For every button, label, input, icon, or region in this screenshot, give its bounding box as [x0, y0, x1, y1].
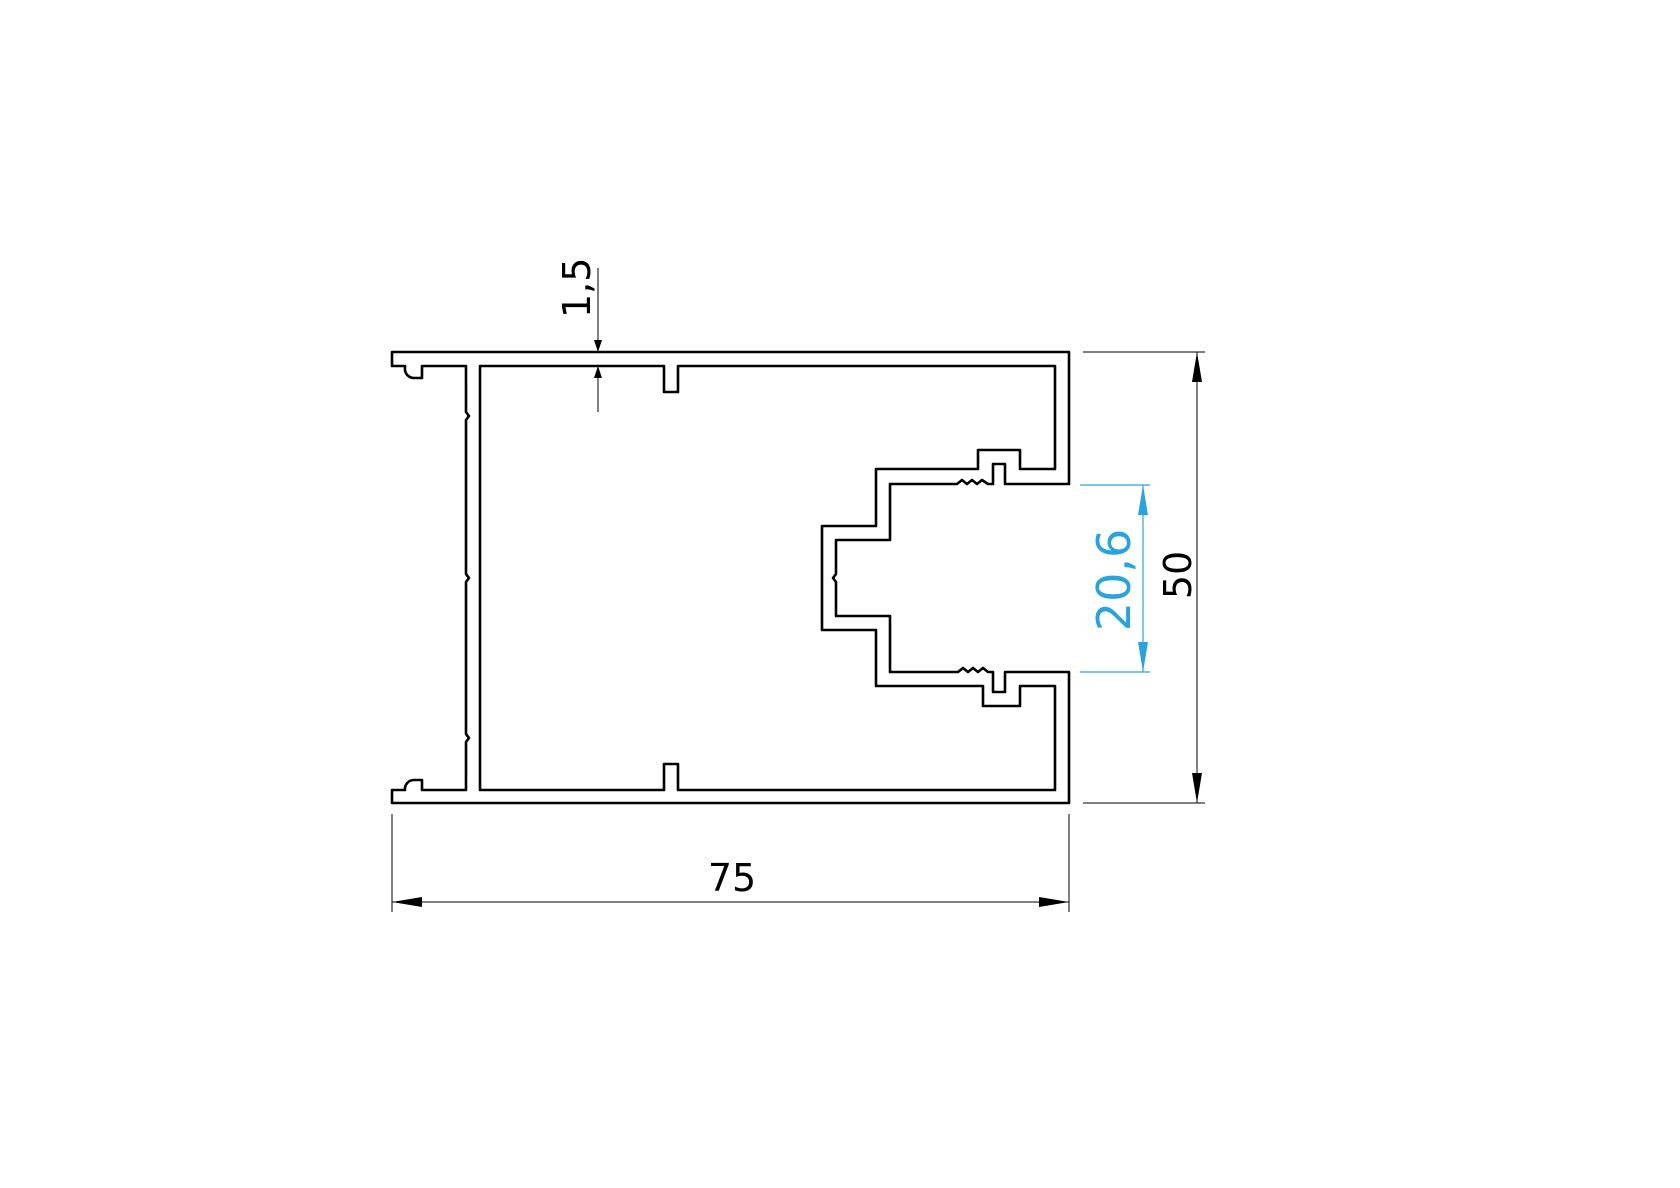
dimension-label-height: 50: [1156, 551, 1200, 599]
dimension-label-opening: 20,6: [1087, 529, 1141, 631]
profile-inner-cavity: [478, 364, 1057, 792]
dimension-label-width: 75: [708, 856, 756, 900]
dimension-width: 75: [391, 814, 1070, 912]
profile-outer-contour: [390, 350, 1071, 805]
dimension-opening: 20,6: [1080, 484, 1150, 673]
dimension-height: 50: [1083, 351, 1205, 804]
dimension-wall-thickness: 1,5: [555, 258, 602, 412]
dimension-label-wall-thickness: 1,5: [555, 258, 599, 318]
